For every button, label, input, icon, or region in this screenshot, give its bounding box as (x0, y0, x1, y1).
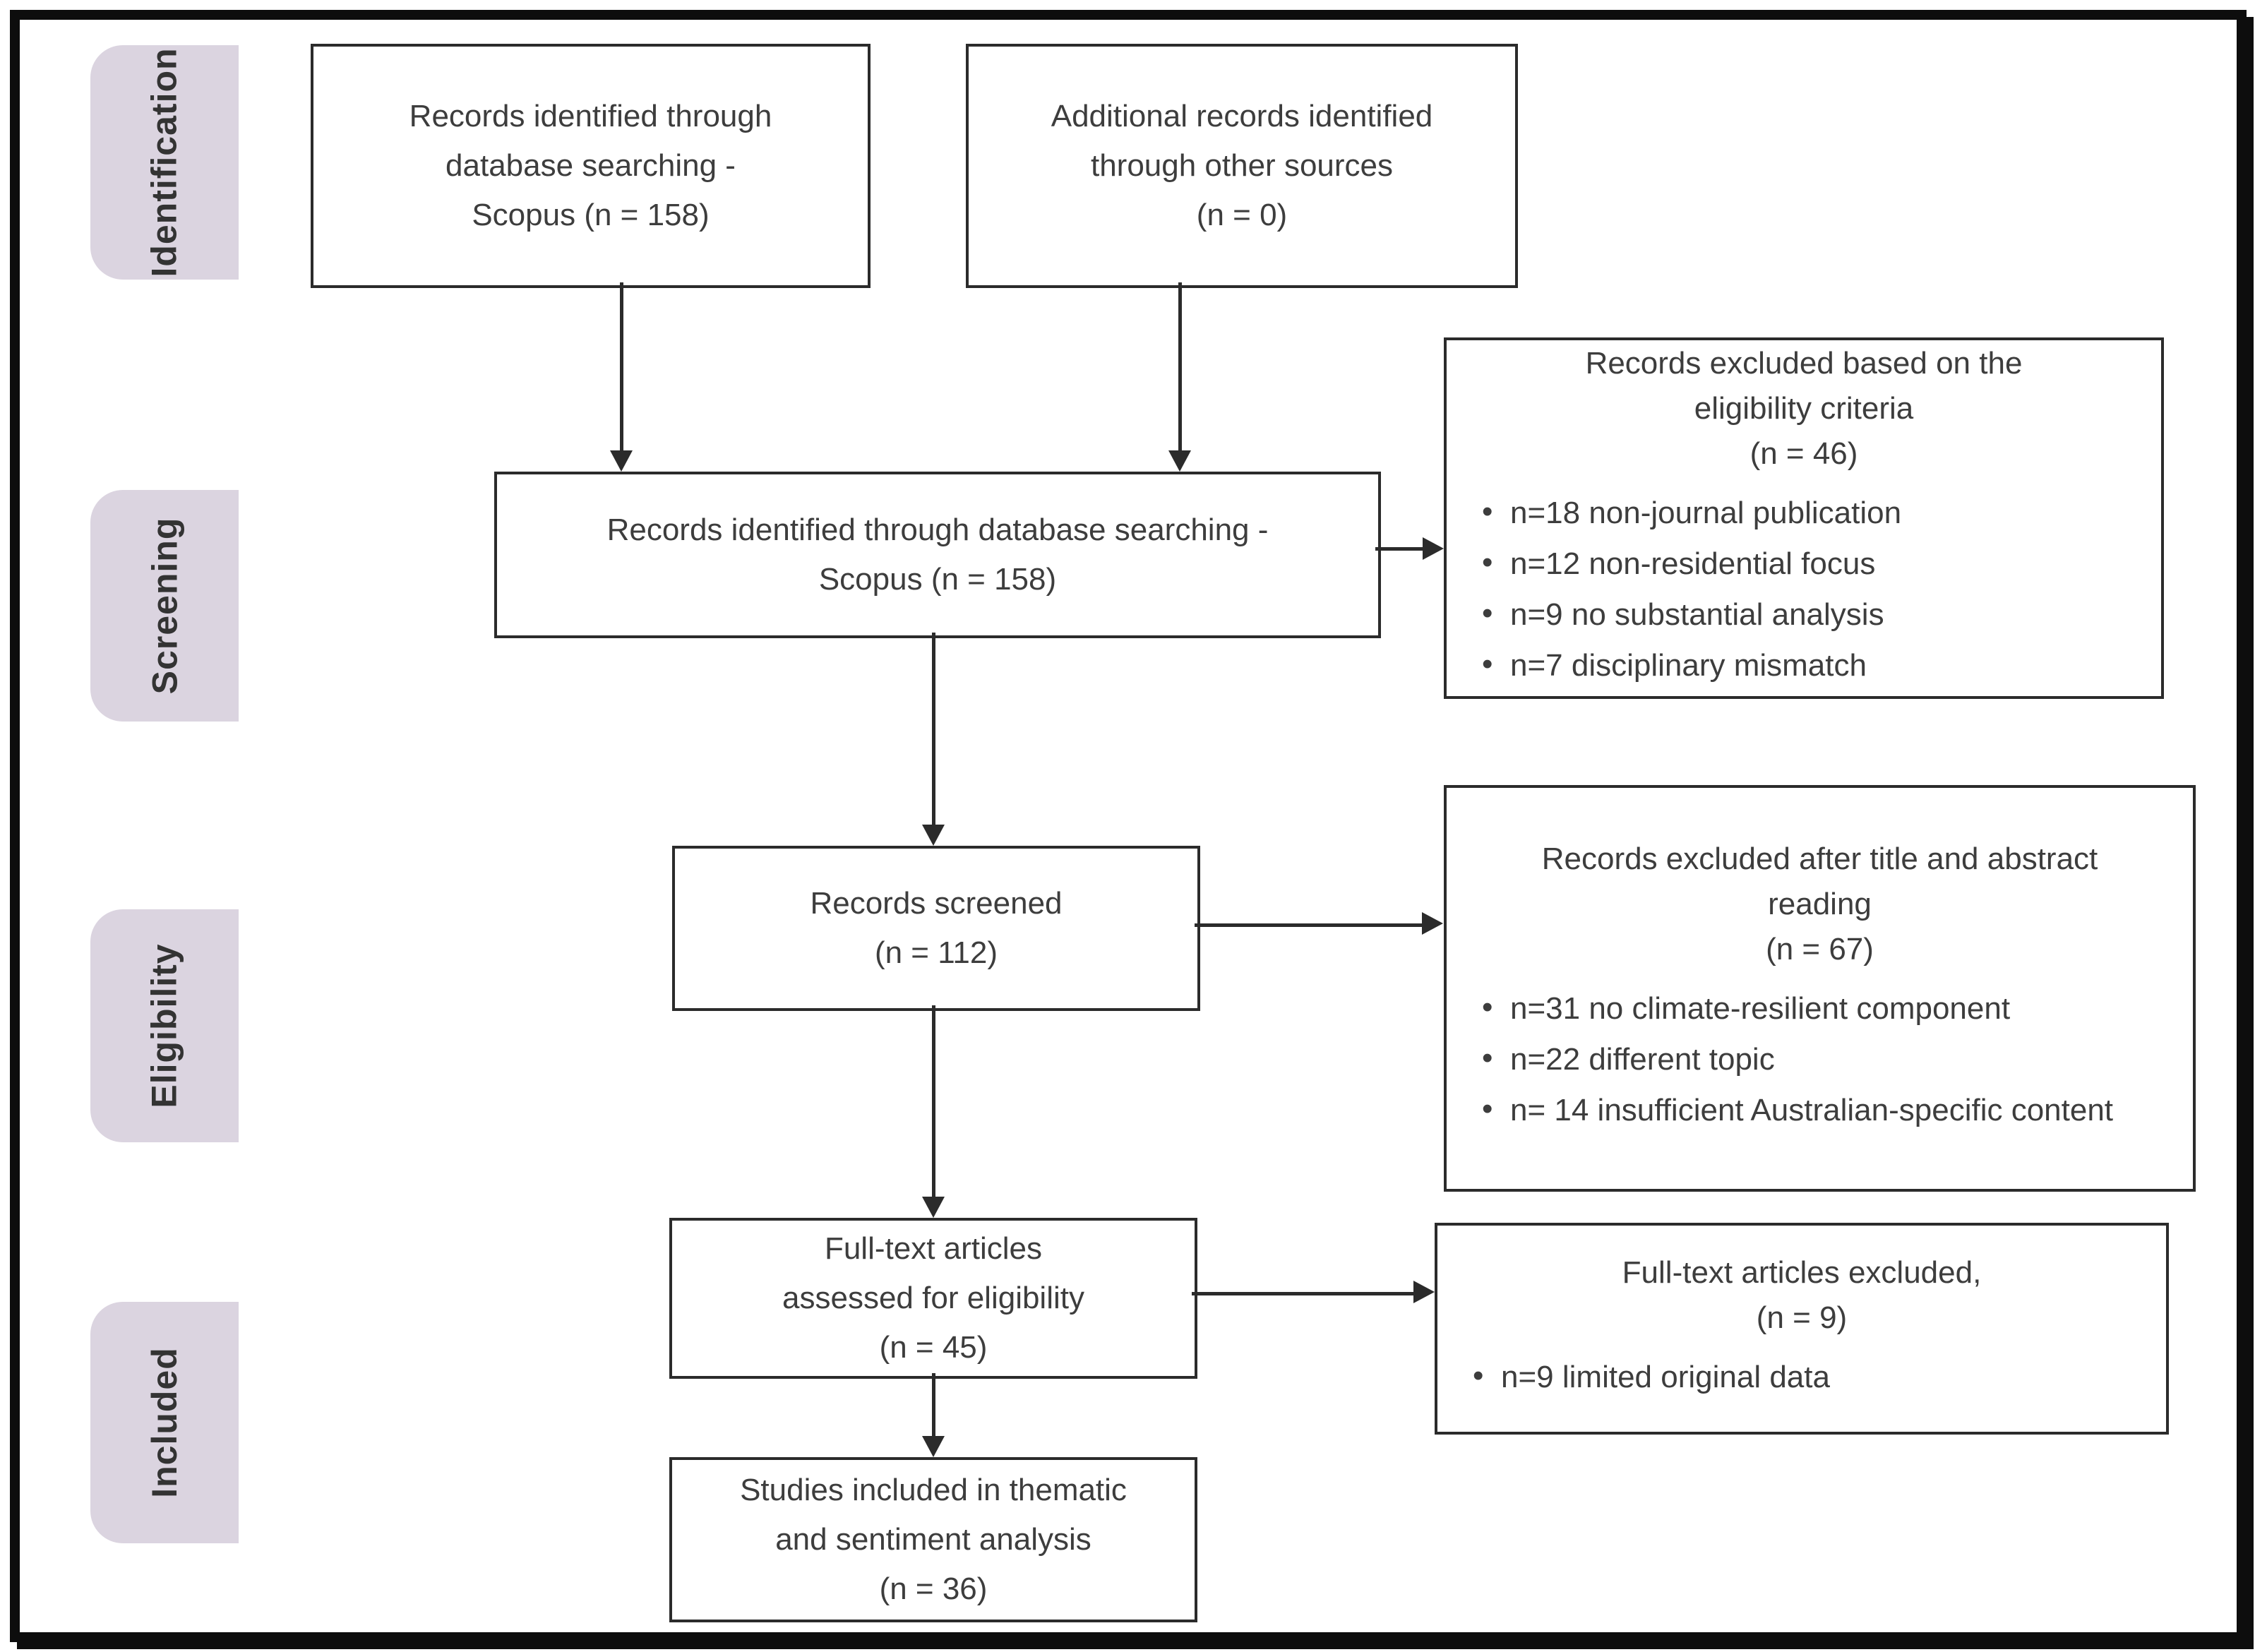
stage-label-included: Included (90, 1302, 239, 1543)
box-additional-records: Additional records identified through ot… (966, 44, 1518, 288)
stage-label-screening-text: Screening (145, 517, 184, 695)
arrow-identified-to-screening-line (620, 282, 623, 452)
excluded-title-abstract-title: Records excluded after title and abstrac… (1541, 842, 2098, 921)
excluded-eligibility-count: (n = 46) (1749, 436, 1858, 471)
box-excluded-eligibility-criteria: Records excluded based on the eligibilit… (1444, 337, 2164, 699)
box-screening-pool-text: Records identified through database sear… (606, 513, 1269, 597)
bullet-item: n=22 different topic (1464, 1037, 2176, 1081)
arrow-fulltext-to-excluded-line (1192, 1292, 1413, 1295)
bullet-item: n=12 non-residential focus (1464, 541, 2144, 585)
arrow-right-icon (1423, 537, 1444, 560)
arrow-screening-to-screened-line (932, 633, 935, 825)
arrow-screened-to-fulltext-line (932, 1005, 935, 1197)
arrow-down-icon (922, 1436, 945, 1457)
stage-label-identification: Identification (90, 45, 239, 280)
stage-label-identification-text: Identification (145, 47, 185, 277)
box-studies-included: Studies included in thematic and sentime… (669, 1457, 1197, 1622)
box-screening-pool: Records identified through database sear… (494, 472, 1381, 638)
box-records-screened-text: Records screened (n = 112) (810, 886, 1063, 970)
box-studies-included-text: Studies included in thematic and sentime… (740, 1473, 1127, 1606)
excluded-title-abstract-count: (n = 67) (1766, 932, 1874, 966)
arrow-down-icon (922, 1197, 945, 1218)
fulltext-excluded-bullets: n=9 limited original data (1454, 1348, 2149, 1407)
arrow-right-icon (1422, 912, 1443, 935)
bullet-item: n= 14 insufficient Australian-specific c… (1464, 1088, 2176, 1132)
arrow-additional-to-screening-line (1178, 282, 1182, 452)
bullet-item: n=9 limited original data (1454, 1355, 2149, 1399)
excluded-eligibility-bullets: n=18 non-journal publication n=12 non-re… (1464, 484, 2144, 695)
arrow-down-icon (1168, 450, 1191, 472)
bullet-item: n=7 disciplinary mismatch (1464, 643, 2144, 687)
stage-label-included-text: Included (145, 1347, 185, 1498)
box-fulltext-assessed: Full-text articles assessed for eligibil… (669, 1218, 1197, 1379)
arrow-right-icon (1413, 1281, 1435, 1303)
stage-label-screening: Screening (90, 490, 239, 722)
box-excluded-title-abstract: Records excluded after title and abstrac… (1444, 785, 2196, 1192)
box-fulltext-excluded: Full-text articles excluded, (n = 9) n=9… (1435, 1223, 2169, 1435)
arrow-fulltext-to-included-line (932, 1373, 935, 1436)
box-records-screened: Records screened (n = 112) (672, 846, 1200, 1011)
box-records-identified-database-text: Records identified through database sear… (409, 99, 772, 232)
arrow-screened-to-excluded-line (1195, 923, 1422, 927)
diagram-border-frame (10, 10, 2247, 1642)
bullet-item: n=9 no substantial analysis (1464, 592, 2144, 636)
box-records-identified-database: Records identified through database sear… (311, 44, 871, 288)
fulltext-excluded-count: (n = 9) (1756, 1300, 1848, 1335)
excluded-title-abstract-bullets: n=31 no climate-resilient component n=22… (1464, 979, 2176, 1140)
excluded-eligibility-title: Records excluded based on the eligibilit… (1585, 346, 2023, 426)
arrow-screening-to-excluded-line (1375, 547, 1423, 551)
stage-label-eligibility: Eligibility (90, 909, 239, 1142)
arrow-down-icon (610, 450, 633, 472)
bullet-item: n=31 no climate-resilient component (1464, 986, 2176, 1030)
stage-label-eligibility-text: Eligibility (145, 943, 184, 1108)
box-additional-records-text: Additional records identified through ot… (1051, 99, 1433, 232)
fulltext-excluded-title: Full-text articles excluded, (1622, 1255, 1982, 1290)
bullet-item: n=18 non-journal publication (1464, 491, 2144, 534)
arrow-down-icon (922, 825, 945, 846)
box-fulltext-assessed-text: Full-text articles assessed for eligibil… (782, 1231, 1084, 1365)
